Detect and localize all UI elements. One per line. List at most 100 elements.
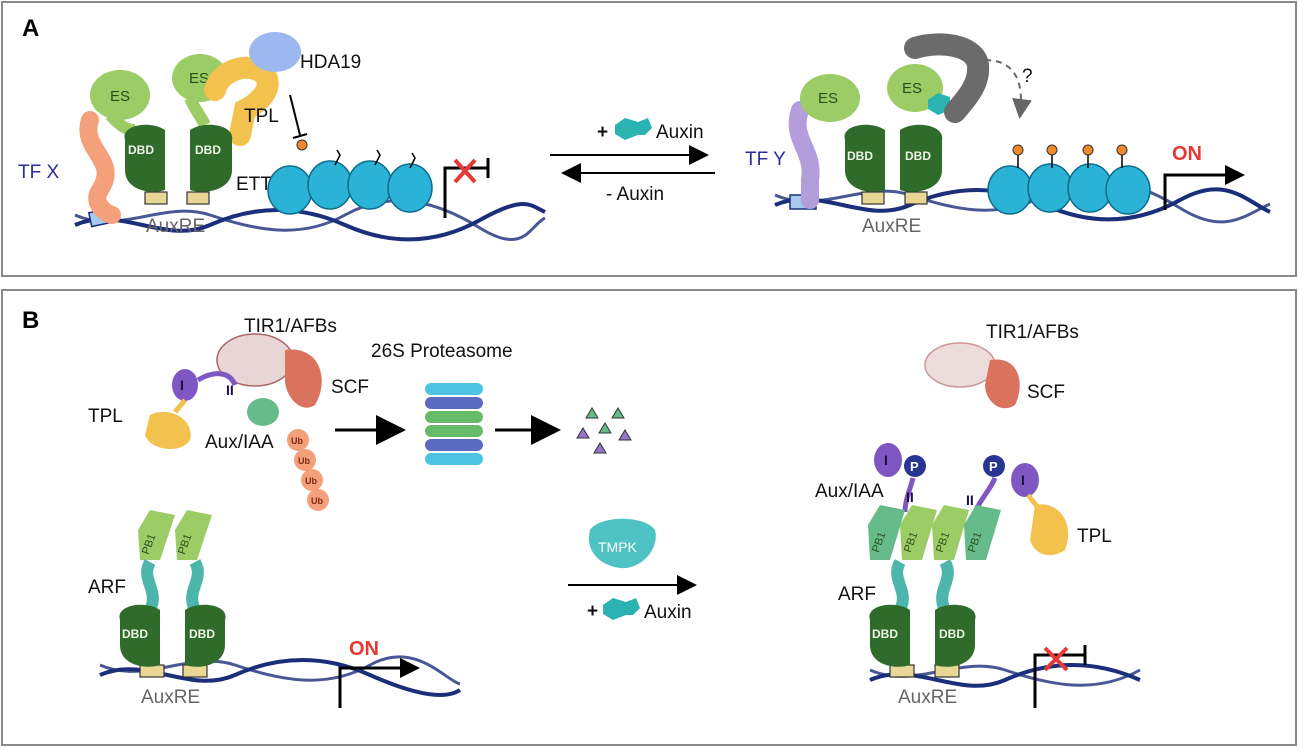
auxre-label-b-left: AuxRE <box>141 687 200 708</box>
tpl-shape-a <box>204 56 279 146</box>
domain-i-b-right-2 <box>1011 463 1039 497</box>
tpl-shape-b-left <box>145 411 191 450</box>
tf-y-label: TF Y <box>745 149 786 170</box>
ett-label: ETT <box>236 174 272 195</box>
panel-a-letter: A <box>22 15 39 42</box>
scf-shape-b-right <box>985 359 1020 409</box>
dbd-right-a: DBD <box>190 124 233 192</box>
dbd-left-a-right: DBD <box>844 124 885 192</box>
plus-auxin-label-a: Auxin <box>656 122 704 143</box>
hda19-shape <box>249 32 301 72</box>
dbd-left-a: DBD <box>124 124 165 192</box>
auxre-label-b-right: AuxRE <box>898 687 957 708</box>
acetyl-mark-a0 <box>296 139 308 151</box>
tpl-label-a: TPL <box>244 106 279 127</box>
ub-label-3: Ub <box>305 476 317 486</box>
tpl-shape-b-right <box>1030 504 1069 556</box>
blocked-tss-b <box>1033 645 1087 708</box>
auxin-molecule-b <box>603 598 626 620</box>
dbd-right-a-right: DBD <box>900 124 943 192</box>
arf-label-b-left: ARF <box>88 577 126 598</box>
plus-sign-b: + <box>587 601 598 622</box>
panel-b-letter: B <box>22 307 39 334</box>
dbd-b-right-1: DBD <box>869 604 910 667</box>
tir1-label-b-left: TIR1/AFBs <box>244 316 337 337</box>
dbd-b-left-2: DBD <box>185 604 226 667</box>
domain-ii-label-b-left: II <box>226 382 234 398</box>
phospho-2 <box>983 455 1005 477</box>
tmpk-label: TMPK <box>598 539 638 555</box>
pb1-b-left: PB1 PB1 <box>138 510 212 560</box>
es-label-a1: ES <box>110 88 130 105</box>
linker-b4 <box>936 559 954 613</box>
auxin-molecule-a <box>615 118 638 140</box>
active-tss-b: ON <box>338 638 420 708</box>
arf-label-b-right: ARF <box>838 584 876 605</box>
roman-i-label-1: I <box>884 452 888 468</box>
proteasome-label: 26S Proteasome <box>371 341 513 362</box>
tir1-shape-b-right <box>924 342 996 388</box>
dna-left-a <box>74 199 546 242</box>
roman-ii-label-2: II <box>966 492 974 508</box>
tf-y-shape <box>788 101 820 209</box>
peptide-fragments <box>576 407 632 454</box>
tmpk-shape <box>588 518 656 569</box>
minus-auxin-label-a: - Auxin <box>606 184 664 205</box>
dbd-b-left-1: DBD <box>119 604 160 667</box>
domain-i-b-left <box>172 369 198 401</box>
scf-shape-b-left <box>285 349 322 408</box>
tpl-label-b-right: TPL <box>1077 526 1112 547</box>
es-label-a2: ES <box>189 70 209 87</box>
tf-x-label: TF X <box>18 162 59 183</box>
nucleosomes-left-a <box>267 149 433 215</box>
auxin-label-b: Auxin <box>644 602 692 623</box>
linker-b3 <box>891 559 909 613</box>
domain-i-label-b-left: I <box>180 377 184 393</box>
dbd-label-b2: DBD <box>189 627 215 641</box>
aux-iaa-label-b-right: Aux/IAA <box>815 481 884 502</box>
dbd-label-b3: DBD <box>872 627 898 641</box>
panel-b: B TIR1/AFBs SCF I II Aux/IAA Ub Ub Ub Ub… <box>1 289 1297 746</box>
tir1-label-b-right: TIR1/AFBs <box>986 322 1079 343</box>
ub-label-4: Ub <box>311 496 323 506</box>
plus-sign-a: + <box>597 122 608 143</box>
dbd-label-b1: DBD <box>122 627 148 641</box>
auxre-box-b2 <box>182 664 208 678</box>
nucleosomes-right-a <box>987 144 1151 215</box>
tmpk-arrow-group: TMPK + Auxin <box>568 518 697 623</box>
dbd-label-a4: DBD <box>905 149 931 163</box>
auxre-label-a-right: AuxRE <box>862 216 921 237</box>
linker-b1 <box>141 559 159 613</box>
tpl-label-b-left: TPL <box>88 406 123 427</box>
es-label-a3: ES <box>818 90 838 107</box>
auxre-box-a4 <box>904 191 928 205</box>
auxre-box-a2 <box>186 191 210 205</box>
dbd-b-right-2: DBD <box>935 604 976 667</box>
ub-label-2: Ub <box>298 456 310 466</box>
es-label-a4: ES <box>902 80 922 97</box>
hda19-inhibit-line <box>289 94 301 136</box>
tf-x-shape <box>79 111 121 224</box>
scf-label-b-left: SCF <box>331 377 369 398</box>
pb1-b-right: PB1 PB1 PB1 PB1 <box>868 505 1001 560</box>
dbd-label-b4: DBD <box>939 627 965 641</box>
blocked-tss-a <box>443 158 490 218</box>
panel-a: A TF X ES ES TPL HDA19 <box>1 1 1297 277</box>
aux-iaa-label-b-left: Aux/IAA <box>205 432 274 453</box>
auxre-box-b3 <box>889 664 915 678</box>
active-tss-a: ON <box>1163 143 1245 210</box>
roman-ii-label-1: II <box>906 489 914 505</box>
linker-b2 <box>186 559 204 613</box>
aux-iaa-body-b-left <box>247 398 279 426</box>
on-label-a: ON <box>1172 143 1202 165</box>
ub-chain: Ub Ub Ub Ub <box>287 429 329 511</box>
roman-i-label-2: I <box>1021 472 1025 488</box>
auxin-arrows-a: + Auxin - Auxin <box>550 118 715 205</box>
scf-label-b-right: SCF <box>1027 382 1065 403</box>
phospho-label-1: P <box>910 459 919 474</box>
es-left-a-right: ES <box>800 74 860 122</box>
phospho-1 <box>904 455 926 477</box>
hda19-inhibit-bar <box>292 133 308 139</box>
